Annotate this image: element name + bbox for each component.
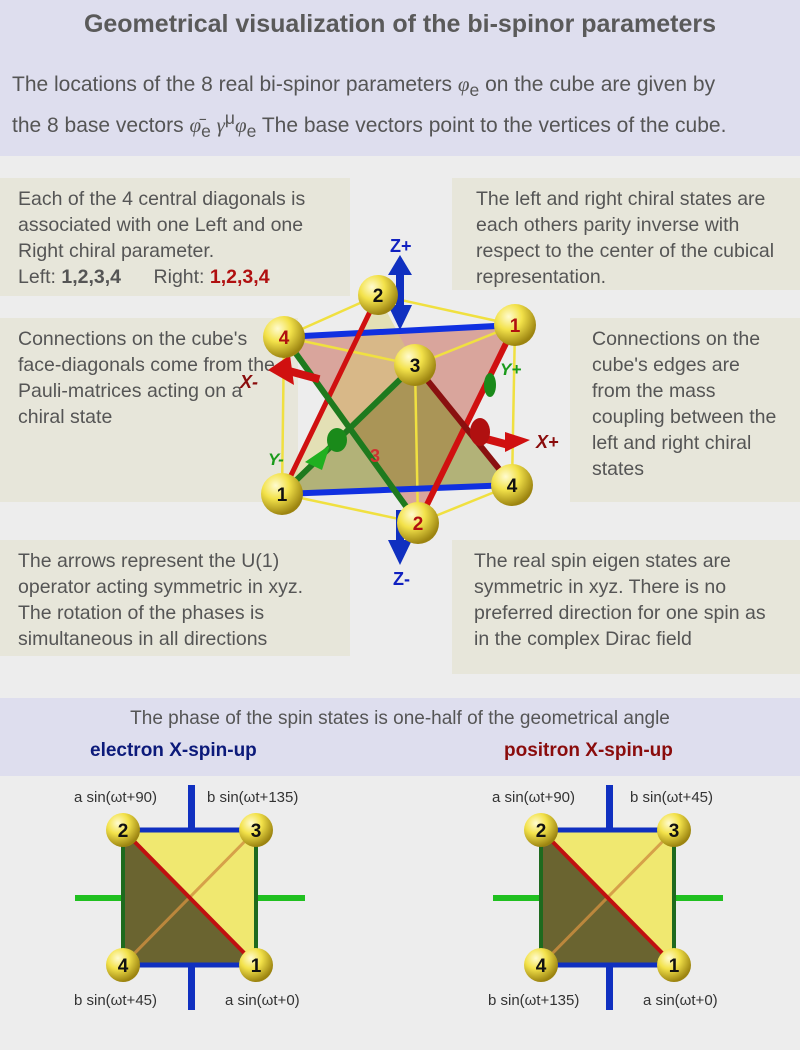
electron-title: electron X-spin-up xyxy=(90,740,257,761)
node-label: 1 xyxy=(251,956,262,977)
vertex-label-hidden: 3 xyxy=(370,446,380,466)
axis-label-z-minus: Z- xyxy=(393,569,410,589)
page-title: Geometrical visualization of the bi-spin… xyxy=(83,10,717,38)
x-axis-arrows xyxy=(268,355,530,452)
phase-label: b sin(ωt+45) xyxy=(630,789,713,806)
node-label: 4 xyxy=(536,956,547,977)
electron-square-diagram: 2 3 4 1 a sin(ωt+90) b sin(ωt+135) b sin… xyxy=(74,785,305,1010)
chiral-box: The left and right chiral states are eac… xyxy=(452,178,800,290)
phi-symbol: φ xyxy=(457,72,470,96)
phase-label: b sin(ωt+45) xyxy=(74,992,157,1009)
phase-label: a sin(ωt+0) xyxy=(225,992,300,1009)
arrows-box: The arrows represent the U(1) operator a… xyxy=(0,540,350,656)
edges-box: Connections on the cube's edges are from… xyxy=(570,318,800,502)
header-band xyxy=(0,0,800,156)
phase-label: a sin(ωt+90) xyxy=(74,789,157,806)
phase-label: b sin(ωt+135) xyxy=(488,992,579,1009)
intro-text: The locations of the 8 real bi-spinor pa… xyxy=(12,72,727,142)
svg-text:2: 2 xyxy=(373,286,384,307)
node-label: 3 xyxy=(251,821,262,842)
svg-text:3: 3 xyxy=(410,356,421,377)
phase-label: a sin(ωt+90) xyxy=(492,789,575,806)
node-label: 2 xyxy=(118,821,129,842)
cube-diagram: 3 Z+ Z- X+ X- Y+ Y- 2 xyxy=(239,236,559,589)
node-label: 2 xyxy=(536,821,547,842)
real-states-box: The real spin eigen states are symmetric… xyxy=(452,540,800,674)
green-diagonal xyxy=(279,362,418,497)
blue-face-diagonal xyxy=(283,322,516,340)
z-axis-arrows xyxy=(388,255,412,565)
svg-text:1: 1 xyxy=(510,316,521,337)
svg-text:2: 2 xyxy=(413,514,424,535)
axis-label-y-plus: Y+ xyxy=(500,360,521,379)
svg-text:1: 1 xyxy=(277,485,288,506)
svg-text:4: 4 xyxy=(507,476,518,497)
y-axis-arrows xyxy=(305,373,496,470)
axis-label-x-plus: X+ xyxy=(535,432,559,452)
positron-square-diagram: 2 3 4 1 a sin(ωt+90) b sin(ωt+45) b sin(… xyxy=(488,785,723,1010)
phase-band xyxy=(0,698,800,776)
left-tetrahedron-face xyxy=(282,365,512,494)
node-label: 4 xyxy=(118,956,129,977)
node-label: 3 xyxy=(669,821,680,842)
phase-label: b sin(ωt+135) xyxy=(207,789,298,806)
positron-title: positron X-spin-up xyxy=(504,740,673,761)
cube-vertices: 2 4 1 3 1 4 2 xyxy=(261,275,536,544)
red-diagonal xyxy=(279,293,381,496)
darkred-diagonal xyxy=(412,363,515,487)
diagonals-box: Each of the 4 central diagonals is assoc… xyxy=(0,178,350,296)
axis-label-y-minus: Y- xyxy=(268,450,284,469)
svg-text:4: 4 xyxy=(279,328,290,349)
axis-label-x-minus: X- xyxy=(239,372,258,392)
node-label: 1 xyxy=(669,956,680,977)
axis-label-z-plus: Z+ xyxy=(390,236,412,256)
face-diagonals-box: Connections on the cube's face-diagonals… xyxy=(0,318,298,502)
phase-label: a sin(ωt+0) xyxy=(643,992,718,1009)
phase-caption: The phase of the spin states is one-half… xyxy=(130,708,670,729)
